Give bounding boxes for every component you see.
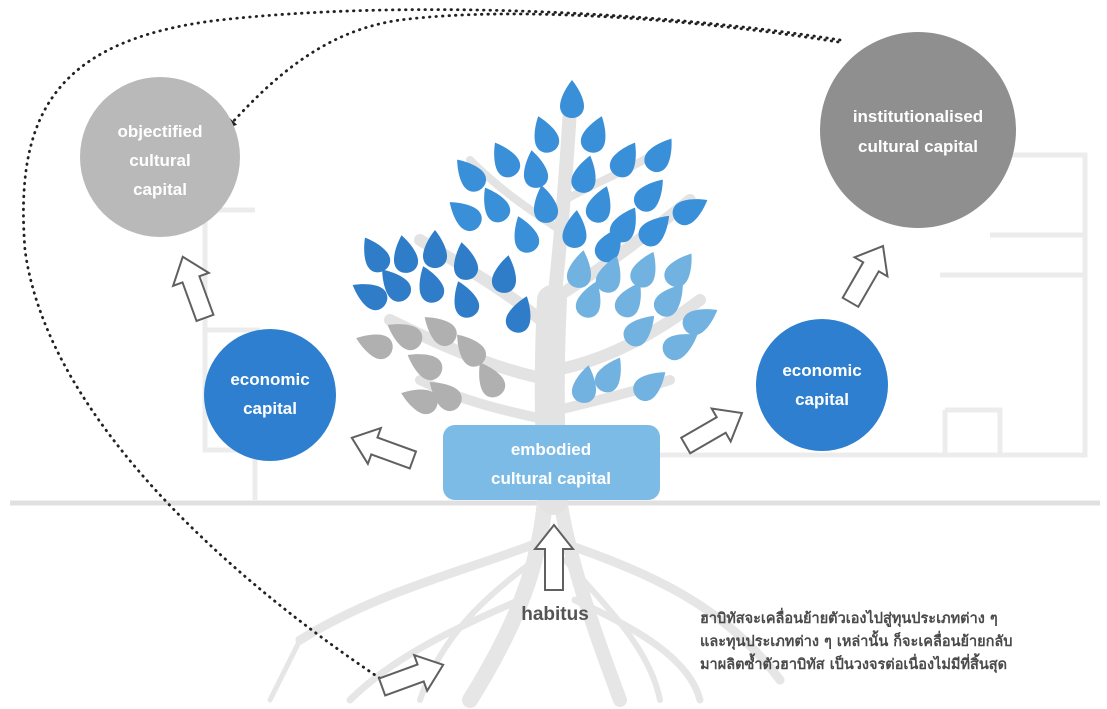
leaf: [644, 138, 672, 173]
dotted-arrow-to-objectified: [226, 12, 840, 129]
leaf: [429, 382, 462, 412]
leaf: [494, 142, 521, 178]
institutionalised-node: institutionalised cultural capital: [820, 32, 1016, 228]
institutionalised-label-2: cultural capital: [858, 137, 978, 156]
objectified-label-2: cultural: [129, 151, 190, 170]
caption-line-2: และทุนประเภทต่าง ๆ เหล่านั้น ก็จะเคลื่อน…: [700, 634, 1013, 650]
leaf: [423, 230, 447, 268]
leaf: [454, 281, 480, 318]
objectified-node: objectified cultural capital: [80, 77, 240, 237]
leaf: [614, 282, 641, 318]
habitus-label: habitus: [521, 604, 589, 625]
embodied-node: embodied cultural capital: [443, 425, 660, 500]
tree-roots: [267, 492, 785, 708]
background-outline: [202, 152, 1088, 500]
leaf: [623, 315, 655, 347]
leaf: [638, 215, 670, 247]
arrow-economic-to-objectified: [171, 255, 215, 323]
caption-line-3: มาผลิตซ้ำตัวฮาบิทัส เป็นวงจรต่อเนื่องไม่…: [700, 657, 1008, 673]
leaf: [562, 210, 587, 248]
leaf: [449, 202, 482, 232]
economic-left-node: economic capital: [204, 329, 336, 461]
leaf: [364, 237, 391, 273]
leaf: [575, 281, 601, 318]
leaf: [682, 309, 718, 336]
institutionalised-circle: [820, 32, 1016, 228]
institutionalised-label-1: institutionalised: [853, 107, 983, 126]
caption-line-1: ฮาบิทัสจะเคลื่อนย้ายตัวเองไปสู่ทุนประเภท…: [700, 611, 998, 627]
leaf: [382, 269, 412, 302]
thai-caption: ฮาบิทัสจะเคลื่อนย้ายตัวเองไปสู่ทุนประเภท…: [700, 608, 1100, 677]
leaf: [505, 296, 531, 333]
leaf: [457, 334, 487, 367]
leaf: [571, 365, 597, 403]
leaf: [484, 187, 511, 223]
embodied-label-2: cultural capital: [491, 469, 611, 488]
economic-left-label-2: capital: [243, 399, 297, 418]
leaf: [407, 354, 443, 381]
embodied-box: [443, 425, 660, 500]
leaf: [594, 357, 621, 393]
arrow-dotted-to-habitus: [377, 653, 445, 697]
leaf: [424, 317, 457, 347]
leaf: [387, 324, 423, 351]
objectified-label-1: objectified: [117, 122, 202, 141]
leaf: [633, 372, 666, 402]
leaf: [356, 334, 393, 360]
leaf: [453, 242, 479, 280]
dotted-arrow-to-habitus: [22, 8, 842, 687]
arrow-economic-to-institutionalised: [841, 244, 889, 309]
economic-left-label-1: economic: [230, 370, 309, 389]
leaf: [571, 155, 596, 193]
arrow-embodied-to-economic-right: [679, 407, 744, 455]
leaf: [533, 185, 559, 223]
leaf: [560, 80, 584, 118]
arrow-habitus-to-embodied: [532, 523, 576, 591]
leaf: [594, 227, 621, 263]
objectified-circle: [80, 77, 240, 237]
leaf: [457, 159, 487, 192]
economic-right-label-1: economic: [782, 361, 861, 380]
leaf: [419, 266, 445, 303]
economic-right-circle: [756, 319, 888, 451]
leaf: [672, 199, 708, 226]
leaf: [585, 186, 611, 223]
leaf: [479, 362, 506, 398]
leaf: [393, 235, 419, 273]
leaf: [580, 116, 606, 153]
objectified-label-3: capital: [133, 180, 187, 199]
leaf: [491, 255, 517, 293]
arrow-embodied-to-economic-left: [350, 426, 418, 470]
leaf: [609, 142, 636, 178]
leaf: [401, 389, 438, 415]
embodied-label-1: embodied: [511, 440, 591, 459]
leaf: [534, 116, 560, 153]
leaf: [566, 250, 592, 288]
leaf: [514, 216, 540, 253]
leaf: [630, 251, 656, 288]
economic-left-circle: [204, 329, 336, 461]
leaf: [653, 284, 683, 317]
dotted-cycle: [22, 8, 842, 687]
leaf: [595, 256, 621, 293]
tree-leaves: [352, 80, 718, 415]
leaf: [352, 284, 388, 311]
leaf: [523, 150, 549, 188]
economic-right-node: economic capital: [756, 319, 888, 451]
leaf: [633, 179, 663, 212]
leaf: [662, 334, 698, 361]
leaf: [664, 253, 692, 288]
economic-right-label-2: capital: [795, 390, 849, 409]
